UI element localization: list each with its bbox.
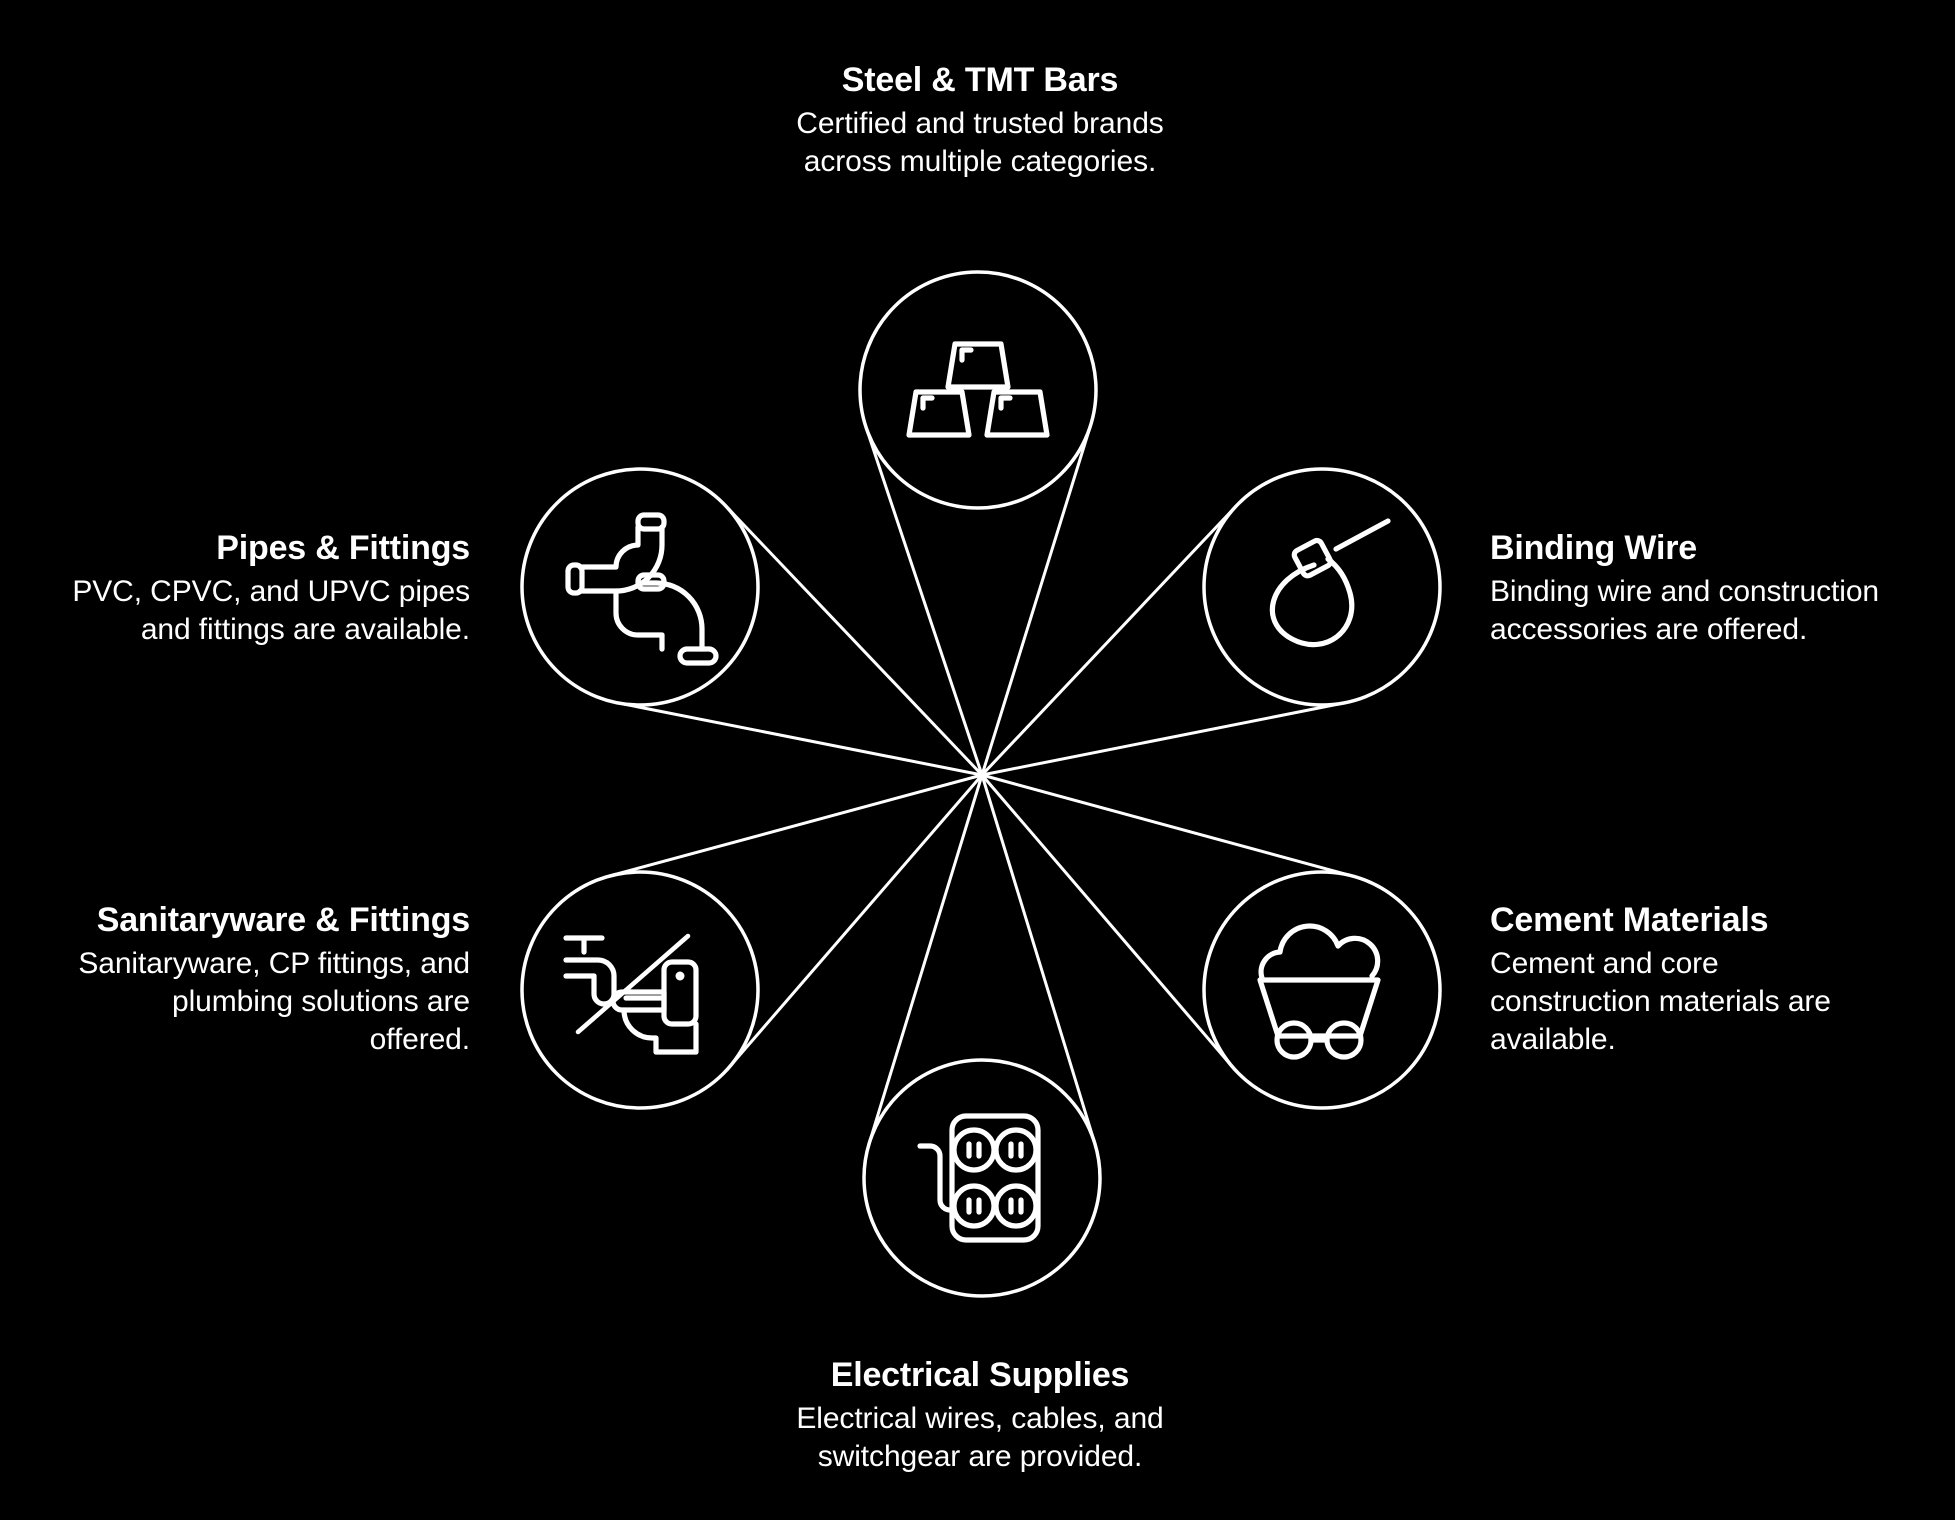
label-desc-pipes-line-2: and fittings are available. [140, 612, 470, 646]
label-desc-steel-line-1: Certified and trusted brands [796, 106, 1164, 140]
label-desc-electrical-line-2: switchgear are provided. [817, 1439, 1143, 1473]
spoke-sanitary-b [607, 773, 984, 878]
label-desc-steel-line-2: across multiple categories. [803, 144, 1157, 178]
node-circle-steel[interactable] [858, 270, 1098, 510]
label-block-electrical: Electrical Supplies Electrical wires, ca… [700, 1355, 1260, 1476]
spoke-lines-group [607, 423, 1355, 1145]
label-title-electrical: Electrical Supplies [830, 1356, 1130, 1394]
spoke-binding-a [980, 504, 1238, 777]
spoke-sanitary-a [727, 773, 984, 1069]
label-block-steel: Steel & TMT Bars Certified and trusted b… [700, 60, 1260, 181]
spoke-cement-b [980, 773, 1234, 1069]
spoke-pipes-a [615, 701, 984, 777]
spoke-electrical-a [980, 773, 1097, 1145]
node-circle-pipes[interactable] [520, 467, 760, 707]
pipe-elbow-icon [565, 512, 719, 666]
label-title-cement: Cement Materials [1490, 901, 1769, 939]
power-socket-strip-icon [917, 1113, 1041, 1243]
binding-wire-loop-icon [1269, 518, 1391, 648]
spoke-binding-b [980, 701, 1347, 777]
label-title-binding-wire: Binding Wire [1490, 529, 1697, 567]
node-circle-sanitary[interactable] [520, 870, 760, 1110]
label-title-sanitaryware: Sanitaryware & Fittings [96, 901, 470, 939]
node-icons-group [563, 341, 1391, 1243]
label-block-sanitaryware: Sanitaryware & Fittings Sanitaryware, CP… [0, 900, 470, 1059]
cement-cart-icon [1257, 923, 1381, 1060]
label-block-pipes: Pipes & Fittings PVC, CPVC, and UPVC pip… [0, 528, 470, 649]
label-block-binding-wire: Binding Wire Binding wire and constructi… [1490, 528, 1950, 649]
spoke-steel-a [864, 425, 984, 777]
label-desc-cement-line-2: construction materials are [1490, 984, 1831, 1018]
node-circle-binding[interactable] [1202, 467, 1442, 707]
label-desc-sanitaryware-line-2: plumbing solutions are [172, 984, 470, 1018]
node-circles-group [520, 270, 1442, 1298]
label-desc-binding-wire-line-1: Binding wire and construction [1490, 574, 1879, 608]
label-title-pipes: Pipes & Fittings [216, 529, 470, 567]
label-block-cement: Cement Materials Cement and core constru… [1490, 900, 1920, 1059]
node-circle-electrical[interactable] [862, 1058, 1102, 1298]
label-desc-cement-line-3: available. [1490, 1022, 1616, 1056]
label-title-steel: Steel & TMT Bars [841, 61, 1119, 99]
spoke-cement-a [980, 773, 1355, 878]
steel-ingots-icon [906, 341, 1050, 438]
label-desc-pipes-line-1: PVC, CPVC, and UPVC pipes [72, 574, 470, 608]
spoke-steel-b [980, 423, 1093, 777]
label-desc-electrical-line-1: Electrical wires, cables, and [796, 1401, 1164, 1435]
label-desc-sanitaryware-line-1: Sanitaryware, CP fittings, and [78, 946, 470, 980]
node-circle-cement[interactable] [1202, 870, 1442, 1110]
spoke-pipes-b [723, 504, 984, 777]
label-desc-cement-line-1: Cement and core [1490, 946, 1719, 980]
spoke-electrical-b [867, 773, 984, 1145]
label-desc-sanitaryware-line-3: offered. [369, 1022, 471, 1056]
label-desc-binding-wire-line-2: accessories are offered. [1490, 612, 1808, 646]
faucet-toilet-icon [563, 933, 699, 1055]
